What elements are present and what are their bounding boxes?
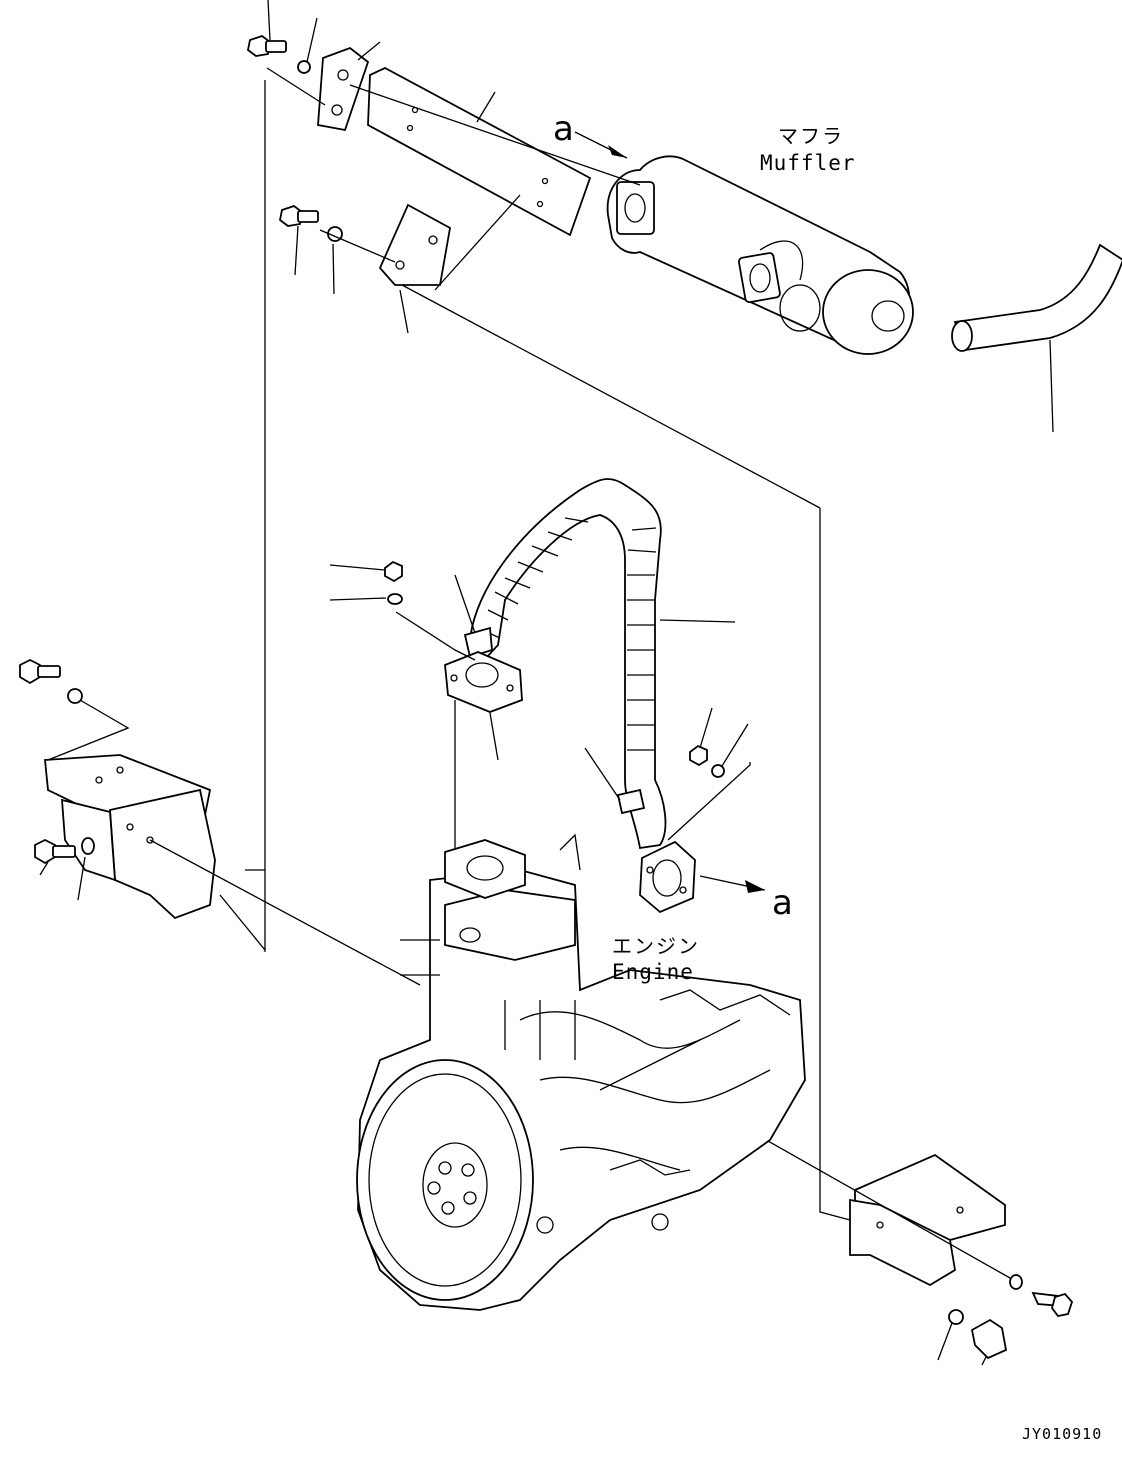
reference-arrows [574, 131, 766, 893]
reference-label-a-bottom: a [772, 883, 793, 923]
leader-lines-center [329, 564, 751, 841]
left-engine-mount [19, 658, 421, 986]
engine-label-en: Engine [612, 960, 694, 984]
engine-label-jp: エンジン [612, 934, 700, 958]
bolts-top [247, 34, 343, 242]
reference-label-a-top: a [553, 109, 574, 149]
leader-lines-top [266, 0, 641, 334]
tail-pipe [951, 243, 1122, 433]
muffler-bracket-plate [317, 46, 592, 286]
assembly-centerlines [219, 80, 851, 1221]
exhaust-pipe [444, 478, 696, 914]
drawing-code: JY010910 [1022, 1425, 1102, 1443]
muffler-label-en: Muffler [760, 151, 856, 175]
right-engine-mount [744, 1127, 1074, 1366]
engine-block [356, 833, 806, 1311]
muffler-assembly [606, 155, 914, 355]
muffler-label-jp: マフラ [778, 124, 844, 148]
nuts-washers-center [384, 560, 725, 778]
